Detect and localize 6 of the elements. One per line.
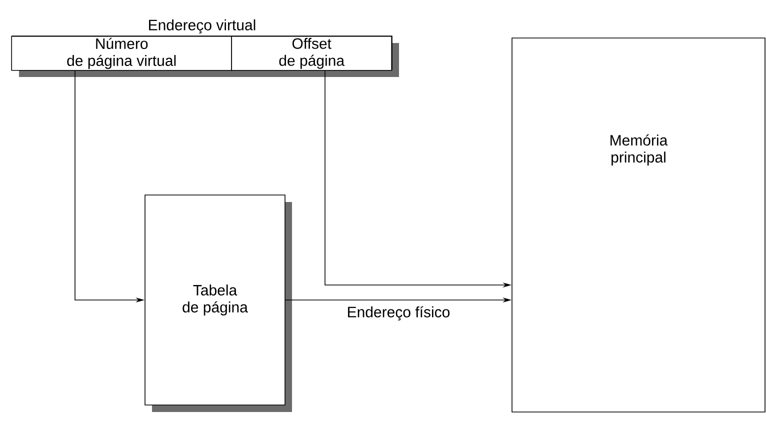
- cell: Número de página virtual: [11, 36, 232, 71]
- box: Tabela de página: [144, 194, 292, 412]
- box: Memória principal: [512, 38, 766, 412]
- node-label: Endereço virtual: [149, 19, 256, 34]
- edge-label: Endereço físico: [346, 305, 452, 322]
- cell: Offset de página: [231, 36, 392, 71]
